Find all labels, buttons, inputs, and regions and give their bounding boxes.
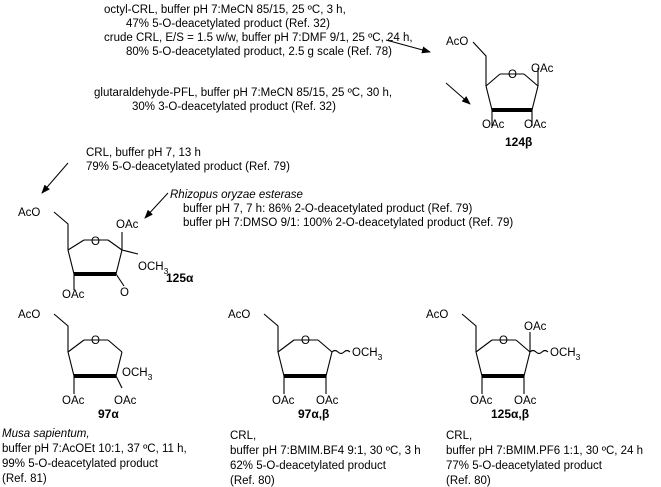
condition-line: CRL, buffer pH 7, 13 h — [86, 147, 201, 159]
atom-label: OAc — [524, 321, 547, 333]
conditions-crl-pf6: CRL, buffer pH 7:BMIM.PF6 1:1, 30 ºC, 24… — [446, 430, 643, 487]
condition-line: CRL, — [446, 430, 472, 442]
condition-line: (Ref. 80) — [230, 475, 275, 487]
compound-label: 124β — [505, 135, 532, 149]
condition-line: octyl-CRL, buffer pH 7:MeCN 85/15, 25 ºC… — [104, 4, 346, 16]
condition-line: Rhizopus oryzae esterase — [170, 189, 303, 201]
atom-label: AcO — [446, 36, 468, 48]
condition-line: buffer pH 7:BMIM.PF6 1:1, 30 ºC, 24 h — [446, 445, 643, 457]
atom-text: OCH — [352, 347, 378, 359]
structure-124-beta: AcO O OAc OAc OAc — [446, 36, 554, 131]
condition-line: (Ref. 80) — [446, 475, 491, 487]
condition-line: Musa sapientum, — [2, 428, 90, 440]
atom-label: OAc — [62, 395, 85, 407]
condition-line: buffer pH 7:DMSO 9/1: 100% 2-O-deacetyla… — [183, 217, 513, 229]
arrow — [445, 82, 471, 105]
conditions-musa: Musa sapientum, buffer pH 7:AcOEt 10:1, … — [2, 428, 187, 485]
compound-label: 125α,β — [491, 407, 529, 421]
structure-125-alpha: AcO O OAc OAc O OCH3 — [18, 207, 169, 301]
condition-line: buffer pH 7:AcOEt 10:1, 37 ºC, 11 h, — [2, 443, 187, 455]
atom-label: AcO — [228, 309, 250, 321]
atom-label: AcO — [426, 309, 448, 321]
atom-label: AcO — [18, 207, 40, 219]
atom-label: OAc — [482, 119, 505, 131]
condition-line: 47% 5-O-deacetylated product (Ref. 32) — [126, 18, 330, 30]
compound-label: 125α — [166, 271, 194, 285]
conditions-crl-13h: CRL, buffer pH 7, 13 h 79% 5-O-deacetyla… — [86, 147, 290, 173]
atom-label: O — [91, 236, 100, 248]
atom-label: O — [91, 335, 100, 347]
atom-label: OAc — [62, 289, 85, 301]
arrow — [385, 39, 431, 54]
condition-line: 79% 5-O-deacetylated product (Ref. 79) — [86, 161, 290, 173]
atom-label: OAc — [272, 395, 295, 407]
atom-subscript: 3 — [148, 372, 153, 382]
atom-label: OAc — [316, 395, 339, 407]
condition-line: 30% 3-O-deacetylated product (Ref. 32) — [132, 101, 336, 113]
arrow — [144, 192, 169, 219]
atom-label: OAc — [514, 395, 537, 407]
condition-line: buffer pH 7:BMIM.BF4 9:1, 30 ºC, 3 h — [230, 445, 421, 457]
structure-97-alpha: AcO O OAc OAc OCH3 — [18, 309, 153, 407]
atom-label: O — [120, 287, 129, 299]
atom-label: O — [499, 335, 508, 347]
atom-text: OCH — [122, 367, 148, 379]
condition-line: 80% 5-O-deacetylated product, 2.5 g scal… — [126, 46, 392, 58]
atom-label: OCH3 — [550, 347, 581, 362]
atom-label: OAc — [531, 63, 554, 75]
structure-125-alpha-beta: AcO O OAc OAc OAc OCH3 — [426, 309, 581, 407]
conditions-glutaraldehyde-pfl: glutaraldehyde-PFL, buffer pH 7:MeCN 85/… — [94, 87, 392, 113]
conditions-crl-bf4: CRL, buffer pH 7:BMIM.BF4 9:1, 30 ºC, 3 … — [230, 430, 421, 487]
wavy-bond — [331, 349, 351, 355]
atom-label: OAc — [114, 395, 137, 407]
atom-label: OAc — [470, 395, 493, 407]
compound-label: 97α — [98, 407, 119, 421]
compound-label: 97α,β — [298, 407, 329, 421]
atom-text: OCH — [550, 347, 576, 359]
atom-label: OAc — [116, 219, 139, 231]
condition-line: 99% 5-O-deacetylated product — [2, 458, 159, 470]
atom-label: AcO — [18, 309, 40, 321]
atom-label: O — [301, 335, 310, 347]
atom-text: OCH — [138, 261, 164, 273]
atom-label: OCH3 — [122, 367, 153, 382]
condition-line: 62% 5-O-deacetylated product — [230, 460, 387, 472]
condition-line: buffer pH 7, 7 h: 86% 2-O-deacetylated p… — [183, 203, 473, 215]
atom-label: OCH3 — [352, 347, 383, 362]
atom-label: OCH3 — [138, 261, 169, 276]
atom-subscript: 3 — [378, 352, 383, 362]
conditions-crude-crl: crude CRL, E/S = 1.5 w/w, buffer pH 7:DM… — [104, 32, 413, 58]
atom-subscript: 3 — [164, 266, 169, 276]
condition-line: 77% 5-O-deacetylated product — [446, 460, 603, 472]
condition-line: (Ref. 81) — [2, 473, 47, 485]
condition-line: glutaraldehyde-PFL, buffer pH 7:MeCN 85/… — [94, 87, 392, 99]
atom-label: OAc — [524, 119, 547, 131]
condition-line: crude CRL, E/S = 1.5 w/w, buffer pH 7:DM… — [104, 32, 413, 44]
atom-label: O — [508, 69, 517, 81]
structure-97-alpha-beta: AcO O OAc OAc OCH3 — [228, 309, 383, 407]
conditions-octyl-crl: octyl-CRL, buffer pH 7:MeCN 85/15, 25 ºC… — [104, 4, 346, 30]
conditions-rhizopus: Rhizopus oryzae esterase buffer pH 7, 7 … — [170, 189, 513, 229]
atom-subscript: 3 — [576, 352, 581, 362]
wavy-bond — [529, 349, 549, 355]
arrow — [41, 162, 69, 194]
condition-line: CRL, — [230, 430, 256, 442]
